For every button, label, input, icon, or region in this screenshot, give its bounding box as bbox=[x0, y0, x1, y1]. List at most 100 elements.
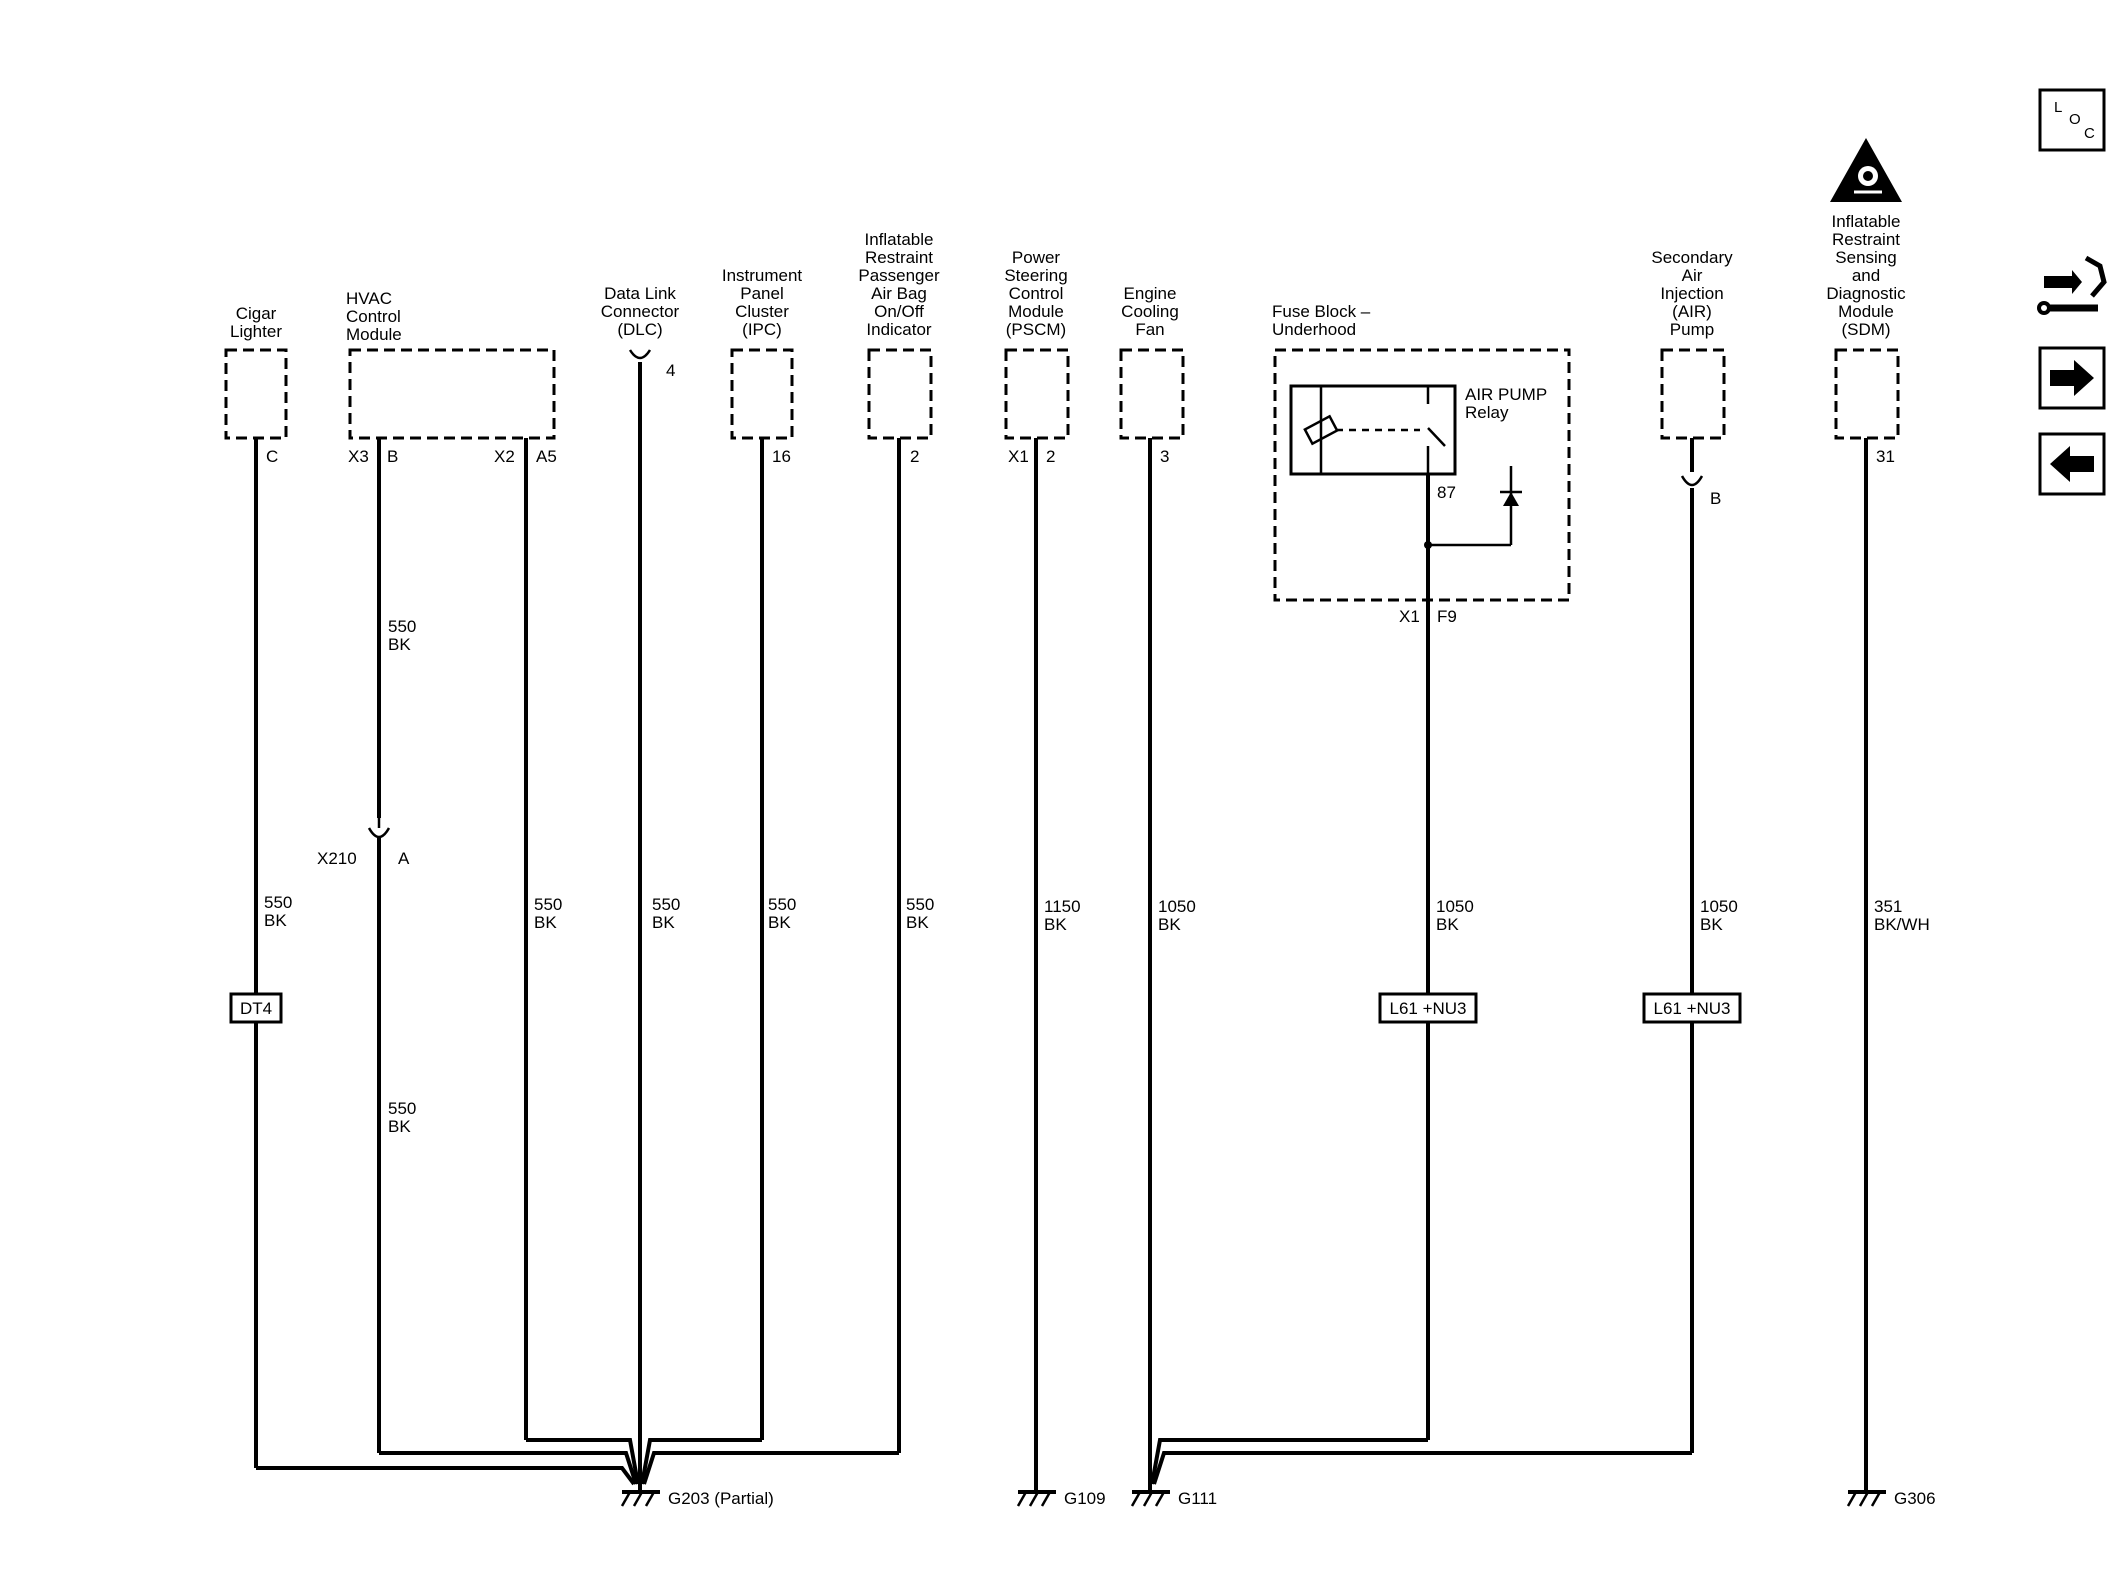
ground-g306-label: G306 bbox=[1894, 1489, 1936, 1508]
fan-box bbox=[1119, 348, 1185, 440]
sdm-title-4: and bbox=[1852, 266, 1880, 285]
airbag-indicator-title-1: Inflatable bbox=[865, 230, 934, 249]
loc-letter-l: L bbox=[2054, 99, 2062, 116]
pin-sdm: 31 bbox=[1876, 447, 1895, 466]
connector-wrench-icon[interactable] bbox=[2037, 255, 2107, 315]
relay-name: AIR PUMP bbox=[1465, 385, 1547, 404]
pin-fuse-x1: X1 bbox=[1399, 607, 1420, 626]
option-boxes: DT4 L61 +NU3 L61 +NU3 bbox=[229, 992, 1742, 1024]
x210-label: X210 bbox=[317, 849, 357, 868]
pscm-title-1: Power bbox=[1012, 248, 1061, 267]
sdm-title-7: (SDM) bbox=[1841, 320, 1890, 339]
ipc-title-1: Instrument bbox=[722, 266, 803, 285]
pin-hvac-x2: X2 bbox=[494, 447, 515, 466]
pin-air-b: B bbox=[1710, 489, 1721, 508]
ground-g109-label: G109 bbox=[1064, 1489, 1106, 1508]
wire-label-cigar-2: BK bbox=[264, 911, 287, 930]
bus-air bbox=[1152, 1451, 1692, 1485]
pscm-title-2: Steering bbox=[1004, 266, 1067, 285]
fan-title-1: Engine bbox=[1124, 284, 1177, 303]
fuse-block-title-2: Underhood bbox=[1272, 320, 1356, 339]
wire-label-airbag-2: BK bbox=[906, 913, 929, 932]
x210-connector-icon bbox=[367, 827, 391, 839]
wire-label-air-2: BK bbox=[1700, 915, 1723, 934]
option-box-l61-fuse bbox=[1378, 992, 1478, 1024]
relay-coil-icon bbox=[1303, 414, 1339, 446]
wire-labels: 550 BK 550 BK 550 BK 550 BK 550 BK 550 B… bbox=[264, 617, 1930, 1136]
wire-label-fuse-2: BK bbox=[1436, 915, 1459, 934]
arrow-left-icon bbox=[2050, 446, 2094, 482]
hvac-box bbox=[348, 348, 556, 440]
sdm-title-6: Module bbox=[1838, 302, 1894, 321]
component-air-pump: Secondary Air Injection (AIR) Pump bbox=[1651, 248, 1733, 440]
fuse-block-box bbox=[1273, 348, 1571, 602]
wire-label-dlc-2: BK bbox=[652, 913, 675, 932]
component-hvac: HVAC Control Module bbox=[346, 289, 556, 440]
pin-pscm-x1: X1 bbox=[1008, 447, 1029, 466]
ground-g203-label: G203 (Partial) bbox=[668, 1489, 774, 1508]
airbag-indicator-title-3: Passenger bbox=[858, 266, 940, 285]
air-pump-title-5: Pump bbox=[1670, 320, 1714, 339]
connectors: X210 A bbox=[317, 349, 1704, 868]
pscm-title-5: (PSCM) bbox=[1006, 320, 1066, 339]
loc-letter-o: O bbox=[2069, 111, 2081, 128]
wire-label-fan-1: 1050 bbox=[1158, 897, 1196, 916]
air-pump-relay-box bbox=[1289, 384, 1457, 476]
option-label-l61-air: L61 +NU3 bbox=[1653, 999, 1730, 1018]
wire-label-ipc-2: BK bbox=[768, 913, 791, 932]
pin-cigar: C bbox=[266, 447, 278, 466]
component-sdm: Inflatable Restraint Sensing and Diagnos… bbox=[1826, 138, 1906, 440]
arrow-right-button[interactable] bbox=[2038, 346, 2106, 410]
loc-button[interactable]: L O C bbox=[2038, 88, 2106, 152]
bus-airbag bbox=[642, 1451, 899, 1485]
hvac-title-3: Module bbox=[346, 325, 402, 344]
airbag-indicator-title-4: Air Bag bbox=[871, 284, 927, 303]
pscm-title-4: Module bbox=[1008, 302, 1064, 321]
wire-label-hvac-lower-2: BK bbox=[388, 1117, 411, 1136]
relay-suffix: Relay bbox=[1465, 403, 1509, 422]
wire-label-pscm-1: 1150 bbox=[1044, 897, 1081, 916]
loc-letter-c: C bbox=[2084, 125, 2095, 142]
ipc-title-2: Panel bbox=[740, 284, 783, 303]
component-airbag-indicator: Inflatable Restraint Passenger Air Bag O… bbox=[858, 230, 940, 440]
airbag-indicator-box bbox=[867, 348, 933, 440]
wire-label-cigar-1: 550 bbox=[264, 893, 292, 912]
component-dlc: Data Link Connector (DLC) bbox=[601, 284, 680, 339]
ipc-title-4: (IPC) bbox=[742, 320, 782, 339]
ground-g111-label: G111 bbox=[1178, 1489, 1217, 1508]
ground-g111-icon bbox=[1130, 1490, 1170, 1507]
sdm-title-1: Inflatable bbox=[1832, 212, 1901, 231]
relay-terminal-87: 87 bbox=[1437, 483, 1456, 502]
wire-label-air-1: 1050 bbox=[1700, 897, 1738, 916]
ground-g109-icon bbox=[1016, 1490, 1056, 1507]
pscm-box bbox=[1004, 348, 1070, 440]
component-cigar-lighter: Cigar Lighter bbox=[224, 304, 288, 440]
pin-hvac-x3: X3 bbox=[348, 447, 369, 466]
wire-label-sdm-1: 351 bbox=[1874, 897, 1902, 916]
air-pump-title-3: Injection bbox=[1660, 284, 1723, 303]
bus-hvac-a5 bbox=[526, 1438, 640, 1485]
pin-dlc: 4 bbox=[666, 361, 675, 380]
wire-label-fan-2: BK bbox=[1158, 915, 1181, 934]
cigar-lighter-title-2: Lighter bbox=[230, 322, 282, 341]
ipc-title-3: Cluster bbox=[735, 302, 789, 321]
bus-ipc bbox=[640, 1438, 762, 1485]
arrow-left-button[interactable] bbox=[2038, 432, 2106, 496]
hvac-title-2: Control bbox=[346, 307, 401, 326]
airbag-indicator-title-2: Restraint bbox=[865, 248, 933, 267]
bus-cigar bbox=[256, 1466, 636, 1486]
wire-label-fuse-1: 1050 bbox=[1436, 897, 1474, 916]
air-connector-icon bbox=[1680, 475, 1704, 487]
air-pump-title-2: Air bbox=[1682, 266, 1703, 285]
hvac-title-1: HVAC bbox=[346, 289, 392, 308]
wire-label-hvac-upper-1: 550 bbox=[388, 617, 416, 636]
component-fuse-block: Fuse Block – Underhood AIR PUMP Relay 87 bbox=[1272, 302, 1571, 602]
pscm-title-3: Control bbox=[1009, 284, 1064, 303]
wire-label-hvac-lower-1: 550 bbox=[388, 1099, 416, 1118]
pin-fan: 3 bbox=[1160, 447, 1169, 466]
option-box-dt4 bbox=[229, 992, 283, 1024]
option-box-l61-air bbox=[1642, 992, 1742, 1024]
fuse-block-title-1: Fuse Block – bbox=[1272, 302, 1371, 321]
airbag-warning-icon bbox=[1830, 138, 1902, 202]
